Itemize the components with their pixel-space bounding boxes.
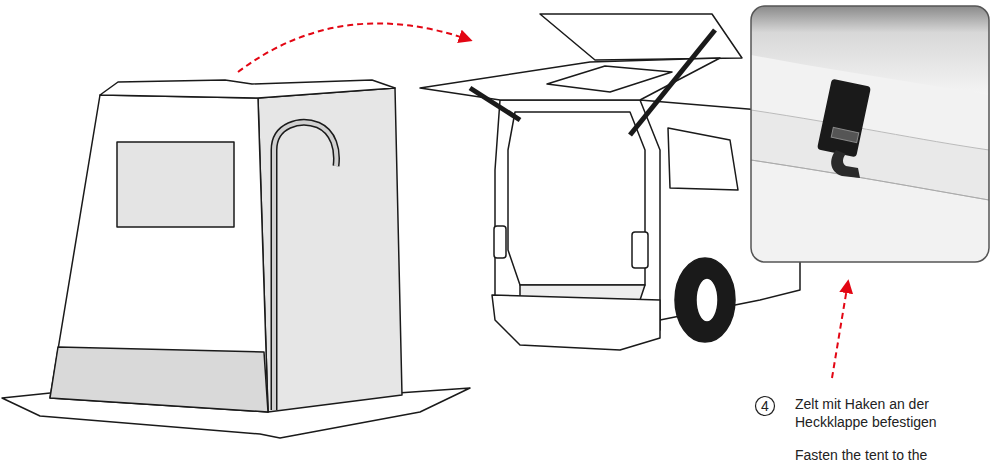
instruction-text: Zelt mit Haken an der Heckklappe befesti… bbox=[795, 395, 980, 431]
move-arrow bbox=[238, 23, 470, 72]
instruction-text: Fasten the tent to the bbox=[795, 446, 985, 464]
detail-arrow bbox=[832, 282, 848, 378]
car bbox=[420, 14, 800, 350]
callout-circle bbox=[756, 397, 775, 416]
tent bbox=[2, 80, 470, 438]
detail-inset bbox=[751, 6, 989, 262]
callout-arrows bbox=[238, 23, 848, 378]
callout-number: 4 bbox=[755, 396, 775, 416]
